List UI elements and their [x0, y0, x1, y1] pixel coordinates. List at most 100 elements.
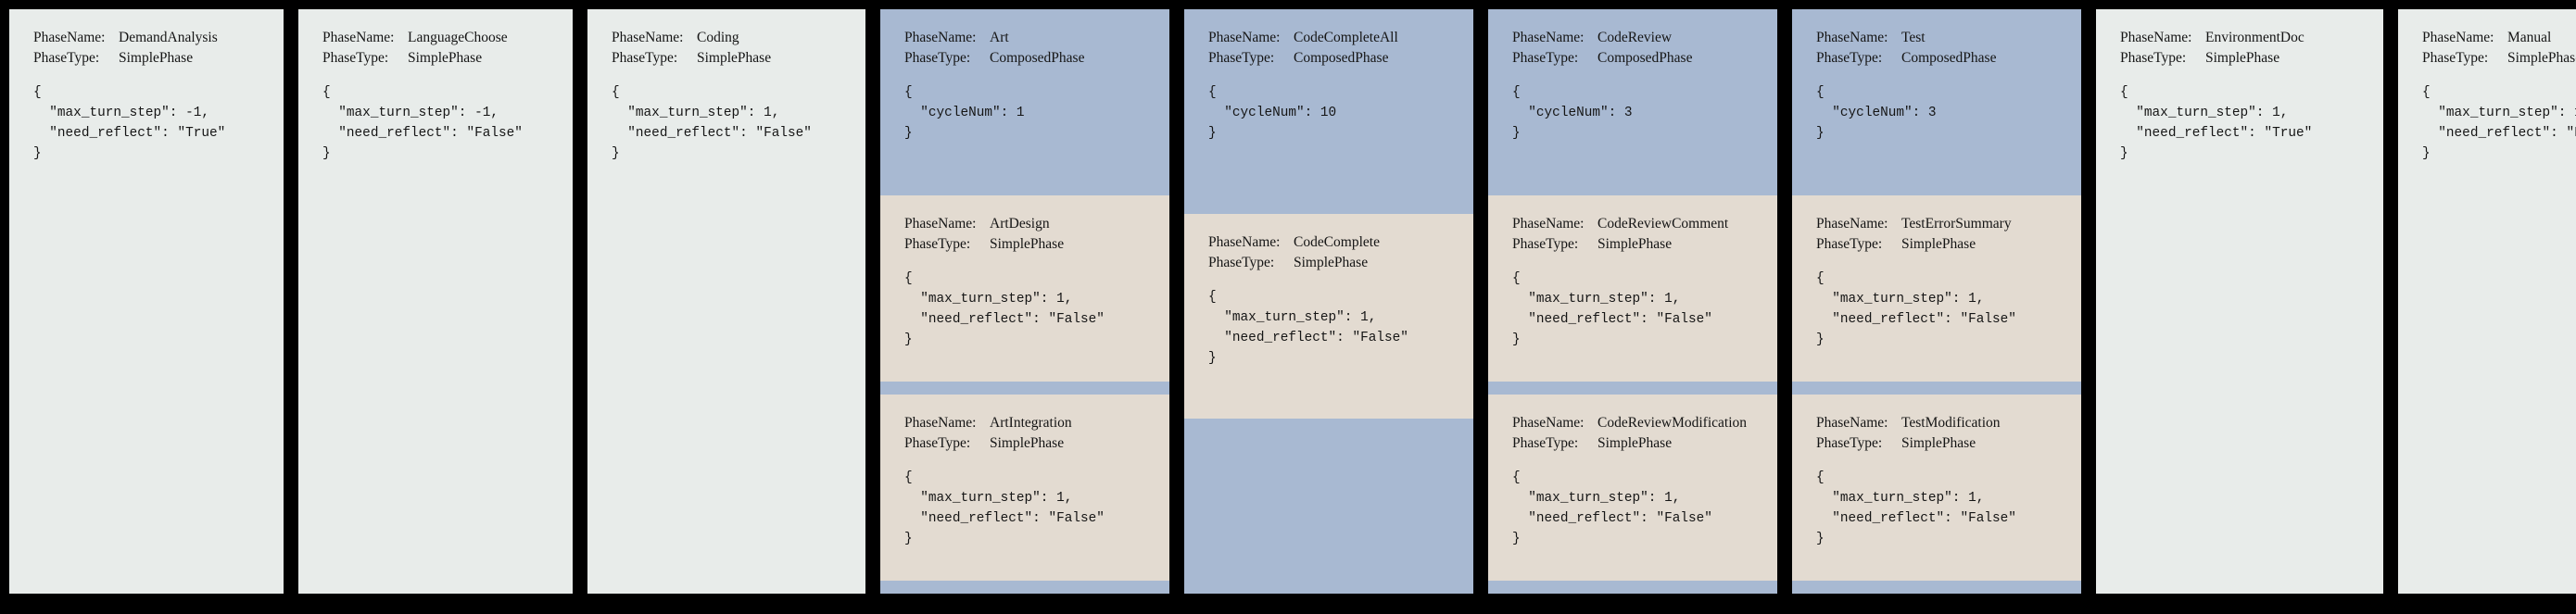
- phase-type-row: PhaseType: SimplePhase: [322, 48, 549, 69]
- phase-card-header[interactable]: PhaseName: Coding PhaseType: SimplePhase…: [587, 9, 865, 594]
- phase-card-header[interactable]: PhaseName: LanguageChoose PhaseType: Sim…: [298, 9, 573, 594]
- phase-type-label: PhaseType:: [2120, 50, 2187, 66]
- phase-card-header[interactable]: PhaseName: DemandAnalysis PhaseType: Sim…: [9, 9, 284, 594]
- phase-meta: PhaseName: TestModification PhaseType: S…: [1816, 413, 2057, 454]
- phase-name-row: PhaseName: TestModification: [1816, 413, 2057, 433]
- phase-card-header[interactable]: PhaseName: CodeReview PhaseType: Compose…: [1488, 9, 1777, 195]
- subphase-card[interactable]: PhaseName: CodeReviewModification PhaseT…: [1488, 395, 1777, 581]
- phase-type-value: SimplePhase: [990, 236, 1065, 252]
- phase-card-header[interactable]: PhaseName: Test PhaseType: ComposedPhase…: [1792, 9, 2081, 195]
- phase-panel[interactable]: PhaseName: LanguageChoose PhaseType: Sim…: [298, 9, 573, 594]
- phase-name-value: TestModification: [1901, 415, 2001, 431]
- phase-panel[interactable]: PhaseName: Coding PhaseType: SimplePhase…: [587, 9, 865, 594]
- phase-meta: PhaseName: ArtDesign PhaseType: SimplePh…: [904, 214, 1145, 255]
- phase-type-value: SimplePhase: [1901, 236, 1976, 252]
- phase-name-row: PhaseName: Manual: [2422, 28, 2576, 48]
- phase-name-row: PhaseName: ArtDesign: [904, 214, 1145, 234]
- phase-type-label: PhaseType:: [2422, 50, 2489, 66]
- phase-config-json: { "max_turn_step": -1, "need_reflect": "…: [322, 85, 523, 161]
- phase-name-value: CodeReviewModification: [1597, 415, 1747, 431]
- phase-config-json: { "max_turn_step": 1, "need_reflect": "F…: [2422, 85, 2576, 161]
- phase-type-value: ComposedPhase: [990, 50, 1085, 66]
- phase-name-label: PhaseName:: [1512, 30, 1585, 45]
- subphase-separator: [880, 382, 1169, 395]
- subphase-card[interactable]: PhaseName: ArtDesign PhaseType: SimplePh…: [880, 195, 1169, 382]
- phase-type-label: PhaseType:: [612, 50, 678, 66]
- phase-card-header[interactable]: PhaseName: Manual PhaseType: SimplePhase…: [2398, 9, 2576, 594]
- phase-name-value: EnvironmentDoc: [2205, 30, 2305, 45]
- phase-meta: PhaseName: Test PhaseType: ComposedPhase: [1816, 28, 2057, 69]
- phase-name-row: PhaseName: Coding: [612, 28, 841, 48]
- phase-name-value: Coding: [697, 30, 739, 45]
- phase-type-value: SimplePhase: [2205, 50, 2280, 66]
- phase-config-json: { "cycleNum": 3 }: [1512, 85, 1633, 141]
- phase-name-value: ArtDesign: [990, 216, 1050, 232]
- phase-name-row: PhaseName: CodeReview: [1512, 28, 1753, 48]
- phase-config-json: { "cycleNum": 3 }: [1816, 85, 1937, 141]
- phase-name-label: PhaseName:: [2422, 30, 2494, 45]
- subphase-card[interactable]: PhaseName: ArtIntegration PhaseType: Sim…: [880, 395, 1169, 581]
- phase-meta: PhaseName: CodeComplete PhaseType: Simpl…: [1208, 232, 1449, 273]
- phase-name-value: LanguageChoose: [408, 30, 508, 45]
- phase-type-value: SimplePhase: [1901, 435, 1976, 451]
- phase-name-row: PhaseName: Test: [1816, 28, 2057, 48]
- phase-config-json: { "max_turn_step": 1, "need_reflect": "F…: [1512, 470, 1712, 546]
- phase-type-row: PhaseType: SimplePhase: [612, 48, 841, 69]
- phase-type-row: PhaseType: SimplePhase: [1512, 433, 1753, 454]
- phase-config-json: { "max_turn_step": 1, "need_reflect": "F…: [1816, 470, 2016, 546]
- phase-type-label: PhaseType:: [1512, 50, 1579, 66]
- phase-meta: PhaseName: CodeReviewModification PhaseT…: [1512, 413, 1753, 454]
- phase-type-label: PhaseType:: [1816, 236, 1883, 252]
- subphase-card[interactable]: PhaseName: CodeComplete PhaseType: Simpl…: [1184, 214, 1473, 419]
- phase-type-row: PhaseType: SimplePhase: [2422, 48, 2576, 69]
- phase-meta: PhaseName: ArtIntegration PhaseType: Sim…: [904, 413, 1145, 454]
- composed-phase-filler: [1184, 419, 1473, 594]
- subphase-separator: [1792, 382, 2081, 395]
- phase-type-row: PhaseType: SimplePhase: [2120, 48, 2359, 69]
- phase-type-value: SimplePhase: [119, 50, 194, 66]
- phase-type-value: SimplePhase: [1294, 255, 1369, 270]
- phase-name-value: Art: [990, 30, 1009, 45]
- phase-type-value: SimplePhase: [1597, 236, 1673, 252]
- phase-card-header[interactable]: PhaseName: CodeCompleteAll PhaseType: Co…: [1184, 9, 1473, 214]
- phase-name-label: PhaseName:: [1208, 234, 1281, 250]
- phase-name-value: TestErrorSummary: [1901, 216, 2012, 232]
- phase-panel[interactable]: PhaseName: DemandAnalysis PhaseType: Sim…: [9, 9, 284, 594]
- phase-name-label: PhaseName:: [2120, 30, 2192, 45]
- phase-type-label: PhaseType:: [322, 50, 389, 66]
- phase-config-json: { "max_turn_step": 1, "need_reflect": "F…: [1512, 271, 1712, 347]
- subphase-card[interactable]: PhaseName: TestErrorSummary PhaseType: S…: [1792, 195, 2081, 382]
- phase-meta: PhaseName: EnvironmentDoc PhaseType: Sim…: [2120, 28, 2359, 69]
- phase-card-header[interactable]: PhaseName: Art PhaseType: ComposedPhase …: [880, 9, 1169, 195]
- subphase-card[interactable]: PhaseName: TestModification PhaseType: S…: [1792, 395, 2081, 581]
- phase-type-row: PhaseType: ComposedPhase: [904, 48, 1145, 69]
- composed-phase-tail: [1792, 581, 2081, 594]
- phase-panel[interactable]: PhaseName: EnvironmentDoc PhaseType: Sim…: [2096, 9, 2383, 594]
- phase-type-label: PhaseType:: [1816, 50, 1883, 66]
- phase-name-label: PhaseName:: [1816, 216, 1888, 232]
- phase-config-json: { "max_turn_step": 1, "need_reflect": "F…: [904, 470, 1105, 546]
- phase-panel[interactable]: PhaseName: CodeReview PhaseType: Compose…: [1488, 9, 1777, 594]
- phase-type-label: PhaseType:: [904, 435, 971, 451]
- phase-card-header[interactable]: PhaseName: EnvironmentDoc PhaseType: Sim…: [2096, 9, 2383, 594]
- phase-panel[interactable]: PhaseName: Manual PhaseType: SimplePhase…: [2398, 9, 2576, 594]
- subphase-card[interactable]: PhaseName: CodeReviewComment PhaseType: …: [1488, 195, 1777, 382]
- phase-type-row: PhaseType: ComposedPhase: [1208, 48, 1449, 69]
- phase-panel[interactable]: PhaseName: Art PhaseType: ComposedPhase …: [880, 9, 1169, 594]
- phase-name-label: PhaseName:: [1816, 415, 1888, 431]
- phase-name-value: CodeReview: [1597, 30, 1673, 45]
- subphase-separator: [1488, 382, 1777, 395]
- phase-type-label: PhaseType:: [1512, 236, 1579, 252]
- phase-name-value: CodeReviewComment: [1597, 216, 1729, 232]
- phase-meta: PhaseName: LanguageChoose PhaseType: Sim…: [322, 28, 549, 69]
- phase-panel[interactable]: PhaseName: CodeCompleteAll PhaseType: Co…: [1184, 9, 1473, 594]
- phase-type-row: PhaseType: SimplePhase: [1208, 253, 1449, 273]
- phase-name-label: PhaseName:: [612, 30, 684, 45]
- phase-type-value: ComposedPhase: [1901, 50, 1997, 66]
- phase-type-row: PhaseType: SimplePhase: [1816, 234, 2057, 255]
- phase-panel[interactable]: PhaseName: Test PhaseType: ComposedPhase…: [1792, 9, 2081, 594]
- phase-name-row: PhaseName: CodeComplete: [1208, 232, 1449, 253]
- phase-config-json: { "max_turn_step": 1, "need_reflect": "T…: [2120, 85, 2313, 161]
- phase-type-value: SimplePhase: [408, 50, 483, 66]
